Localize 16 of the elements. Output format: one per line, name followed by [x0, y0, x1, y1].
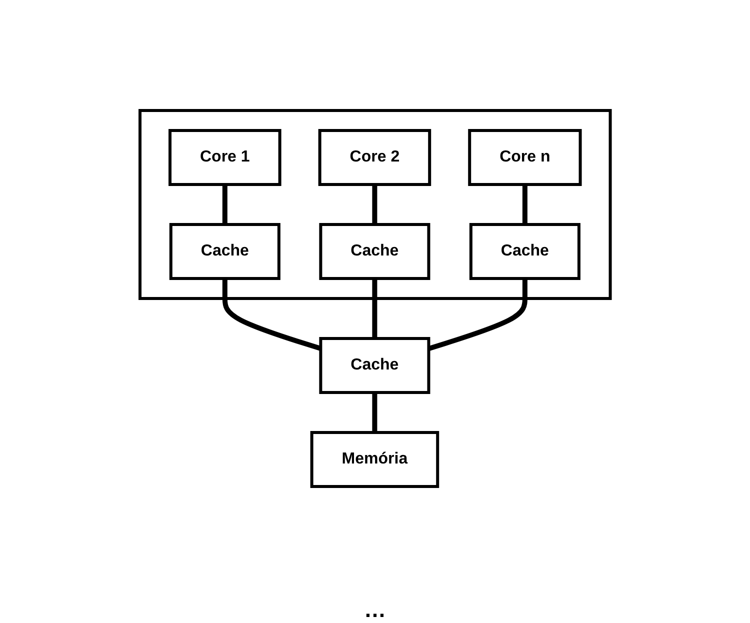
- node-box: Core n: [468, 129, 582, 186]
- connector: [372, 392, 378, 432]
- node-box: Cache: [169, 223, 280, 280]
- node-box: Cache: [319, 223, 430, 280]
- node-box: Cache: [469, 223, 580, 280]
- node-box: Core 2: [318, 129, 431, 186]
- node-box: Memória: [310, 431, 439, 488]
- connector: [372, 184, 378, 224]
- cluster: [138, 109, 612, 300]
- node-box: Core 1: [168, 129, 282, 186]
- node-box: Cache: [319, 337, 430, 394]
- connector: [222, 184, 228, 224]
- connector: [522, 184, 528, 224]
- connector: [372, 278, 378, 338]
- connector: [222, 278, 322, 351]
- ellipsis-text: …: [364, 597, 386, 622]
